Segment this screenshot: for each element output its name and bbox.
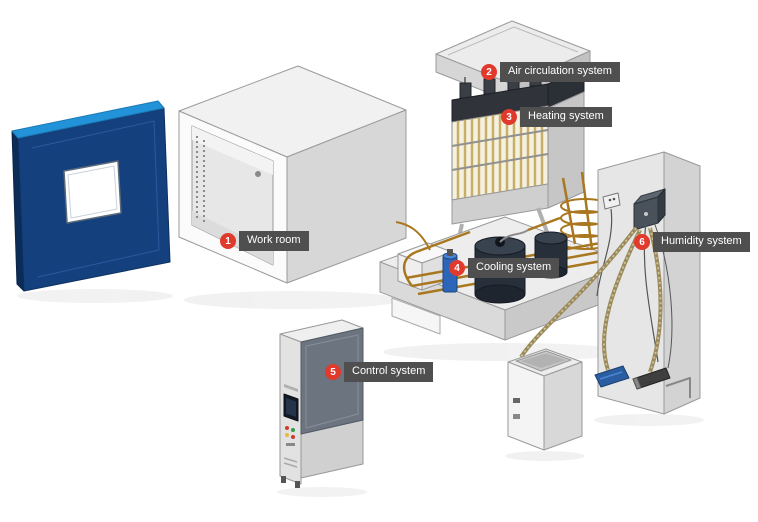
- callout-4-number-badge: 4: [449, 260, 465, 276]
- control-buttons: [285, 426, 295, 446]
- callout-6-label: Humidity system: [653, 232, 750, 252]
- callout-heating-system: 3 Heating system: [501, 107, 612, 127]
- callout-cooling-system: 4 Cooling system: [449, 258, 560, 278]
- callout-control-system: 5 Control system: [325, 362, 434, 382]
- callout-3-label: Heating system: [520, 107, 612, 127]
- control-door-panel: [300, 327, 364, 435]
- callout-3-number-badge: 3: [501, 109, 517, 125]
- callout-2-number-badge: 2: [481, 64, 497, 80]
- chamber-sensor-dot: [255, 171, 261, 177]
- callout-air-circulation-system: 2 Air circulation system: [481, 62, 620, 82]
- callout-1-number-badge: 1: [220, 233, 236, 249]
- callout-5-label: Control system: [344, 362, 434, 382]
- callout-6-number-badge: 6: [634, 234, 650, 250]
- callout-2-label: Air circulation system: [500, 62, 620, 82]
- callout-1-label: Work room: [239, 231, 309, 251]
- water-tank: [507, 348, 583, 451]
- callout-humidity-system: 6 Humidity system: [634, 232, 750, 252]
- water-pump: [594, 365, 630, 388]
- ground-shadows: [17, 289, 704, 497]
- power-socket: [602, 192, 621, 210]
- humidity-panel: [519, 151, 701, 415]
- callout-work-room: 1 Work room: [220, 231, 309, 251]
- callout-5-number-badge: 5: [325, 364, 341, 380]
- control-cabinet: [279, 319, 364, 488]
- door-window: [63, 160, 122, 224]
- door-panel: [11, 100, 171, 292]
- callout-4-label: Cooling system: [468, 258, 560, 278]
